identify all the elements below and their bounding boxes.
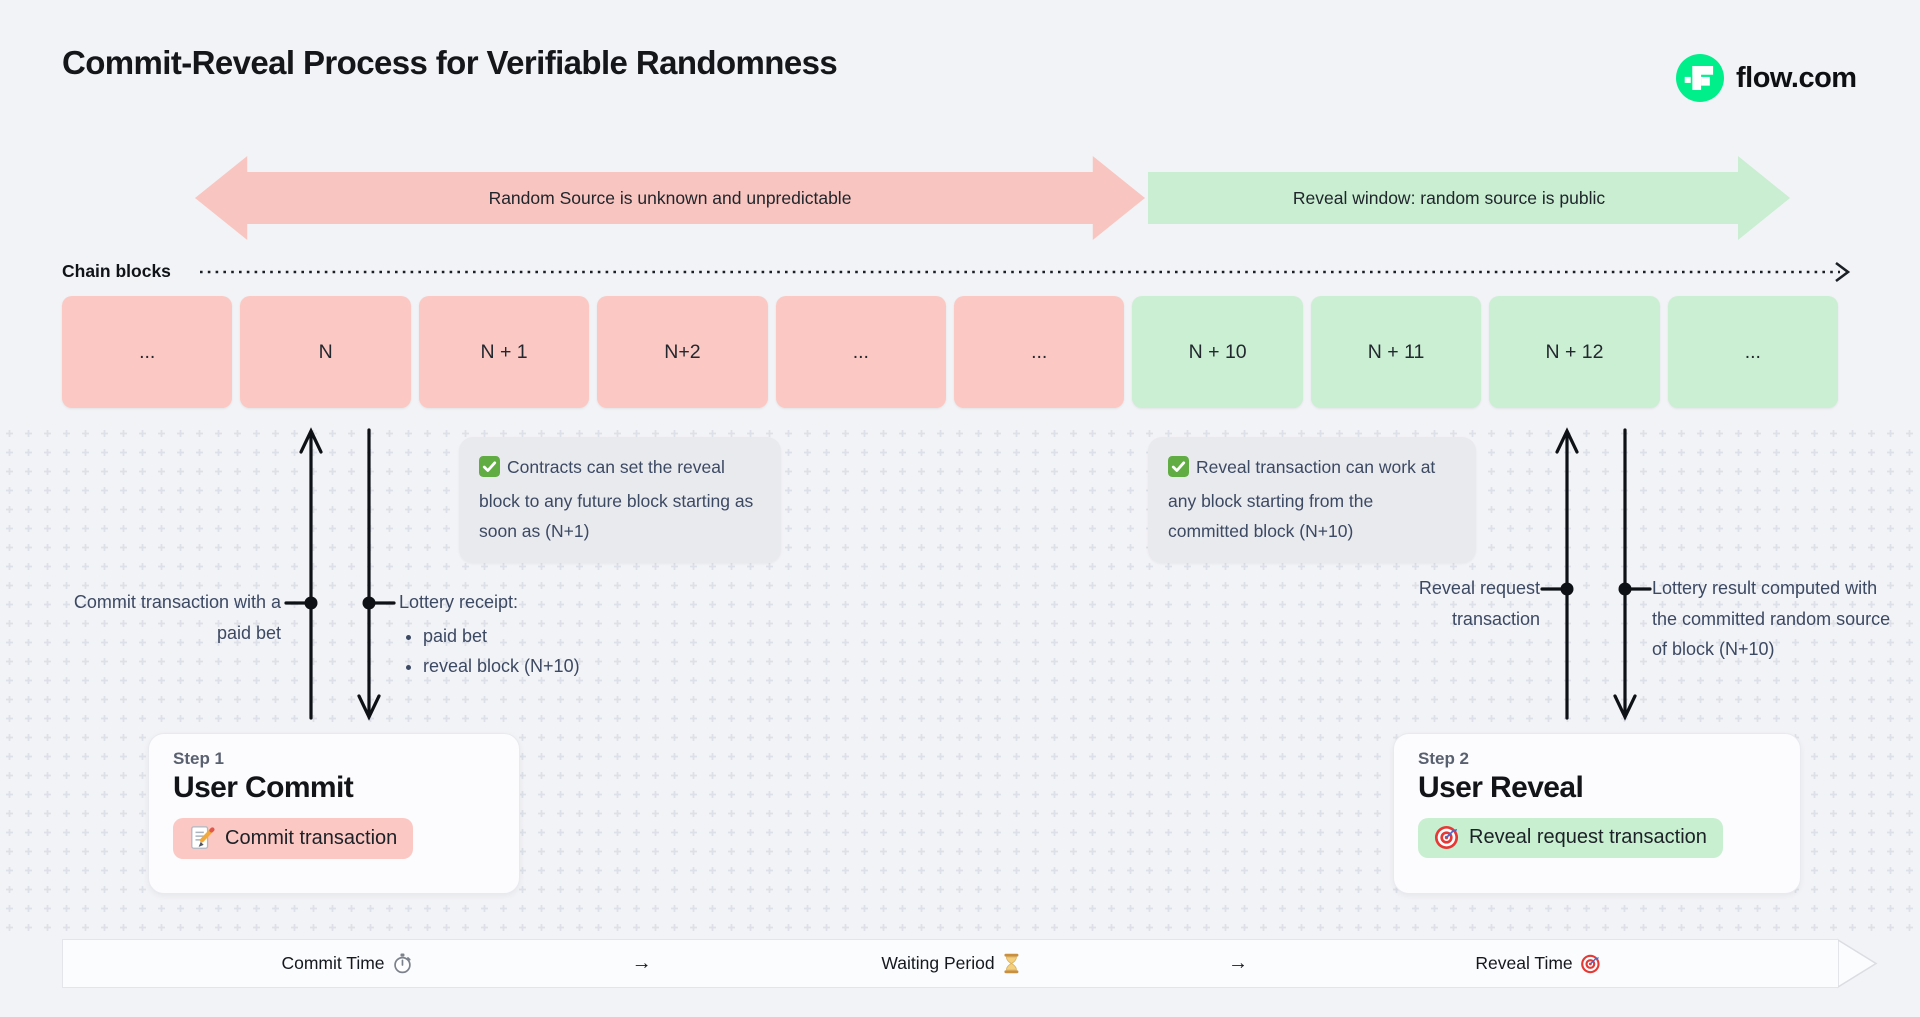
- timeline-waiting-period: Waiting Period: [881, 940, 1019, 987]
- commit-transaction-badge: Commit transaction: [173, 818, 414, 859]
- chain-block: ...: [954, 296, 1125, 408]
- chain-block: N + 12: [1489, 296, 1660, 408]
- chain-block: N+2: [597, 296, 768, 408]
- chain-block: ...: [1667, 296, 1839, 408]
- stopwatch-icon: [393, 953, 413, 974]
- timeline-bar: Commit Time → Waiting Period: [62, 939, 1838, 988]
- chain-blocks-label: Chain blocks: [62, 261, 171, 281]
- timeline-label: Reveal Time: [1475, 953, 1573, 973]
- reveal-request-badge: Reveal request transaction: [1418, 818, 1723, 858]
- brand-name: flow.com: [1736, 61, 1857, 94]
- timeline-label: Commit Time: [281, 953, 385, 973]
- lottery-receipt-item: reveal block (N+10): [423, 651, 639, 681]
- flow-brand-link[interactable]: flow.com: [1676, 54, 1857, 102]
- step2-kicker: Step 2: [1418, 749, 1470, 768]
- timeline-arrow: →: [631, 952, 652, 974]
- target-icon: [1581, 954, 1601, 974]
- page-title: Commit-Reveal Process for Verifiable Ran…: [62, 44, 838, 81]
- lottery-receipt-item: paid bet: [423, 621, 639, 651]
- timeline-reveal-time: Reveal Time: [1475, 940, 1600, 987]
- reveal-note-text: Reveal transaction can work at any block…: [1168, 457, 1436, 541]
- step1-user-commit-card: Step 1 User Commit Commit transaction: [148, 733, 520, 894]
- chain-block: N + 10: [1132, 296, 1303, 408]
- commit-note-text: Contracts can set the reveal block to an…: [479, 457, 754, 541]
- reveal-phase-label: Reveal window: random source is public: [1292, 187, 1606, 208]
- step2-title: User Reveal: [1418, 771, 1584, 804]
- timeline-end-chevron-icon: [1837, 938, 1878, 989]
- flow-logo-icon: [1676, 54, 1724, 102]
- memo-icon: [189, 825, 215, 851]
- reveal-request-label: Reveal request transaction: [1418, 578, 1540, 629]
- commit-phase-label: Random Source is unknown and unpredictab…: [488, 187, 852, 208]
- chain-blocks-row: ... N N + 1 N+2 ... ... N + 10 N + 11 N …: [62, 296, 1839, 408]
- commit-transaction-label: Commit transaction with a paid bet: [73, 592, 281, 643]
- chain-block: N + 11: [1310, 296, 1482, 408]
- lottery-result-label: Lottery result computed with the committ…: [1652, 578, 1891, 659]
- lottery-receipt-label: Lottery receipt: paid bet reveal block (…: [399, 587, 639, 681]
- timeline-label: Waiting Period: [881, 953, 995, 973]
- chain-block: N + 1: [418, 296, 590, 408]
- hourglass-icon: [1003, 953, 1020, 974]
- step2-badge-label: Reveal request transaction: [1469, 826, 1707, 848]
- lottery-receipt-title: Lottery receipt:: [399, 592, 519, 612]
- reveal-note: Reveal transaction can work at any block…: [1148, 437, 1476, 563]
- chain-line-arrowhead-icon: [1835, 261, 1851, 283]
- chain-block: ...: [62, 296, 233, 408]
- commit-phase-arrow: Random Source is unknown and unpredictab…: [195, 156, 1145, 240]
- step2-user-reveal-card: Step 2 User Reveal Reveal request transa…: [1393, 733, 1801, 894]
- check-icon: [1168, 456, 1189, 486]
- timeline-arrow: →: [1228, 952, 1249, 974]
- step1-title: User Commit: [173, 771, 354, 804]
- target-icon: [1434, 825, 1459, 850]
- step1-kicker: Step 1: [173, 749, 225, 768]
- chain-block: ...: [775, 296, 947, 408]
- reveal-phase-arrow: Reveal window: random source is public: [1148, 156, 1790, 240]
- timeline-commit-time: Commit Time: [281, 940, 412, 987]
- commit-note: Contracts can set the reveal block to an…: [459, 437, 781, 563]
- step1-badge-label: Commit transaction: [225, 826, 398, 849]
- lottery-receipt-list: paid bet reveal block (N+10): [399, 621, 639, 681]
- check-icon: [479, 456, 500, 486]
- chain-block: N: [240, 296, 411, 408]
